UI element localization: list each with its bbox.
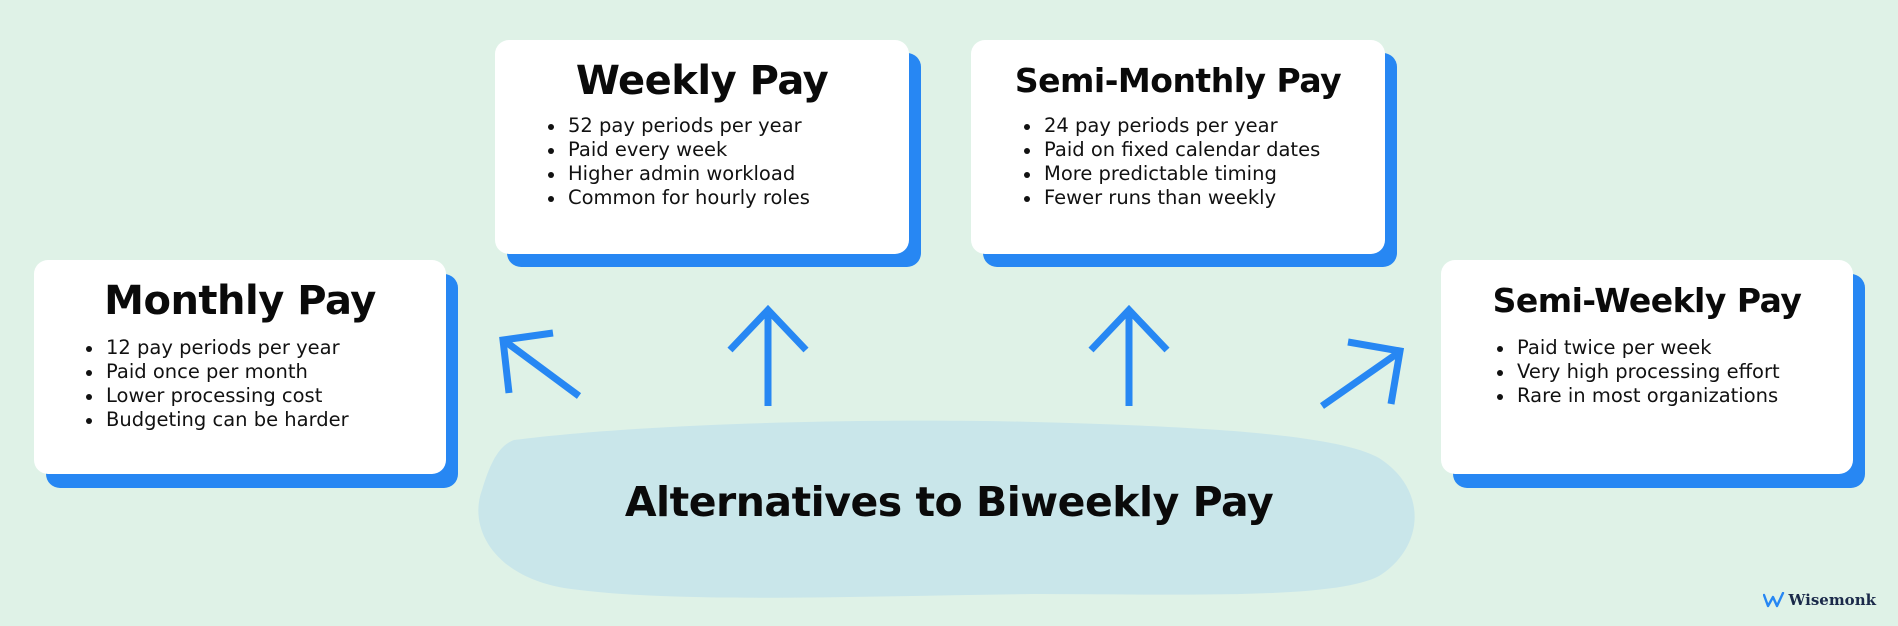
semiweekly-card: Semi-Weekly Pay Paid twice per week Very…: [1441, 260, 1853, 474]
card-points: Paid twice per week Very high processing…: [1495, 336, 1853, 408]
wisemonk-logo-icon: [1762, 592, 1784, 608]
card-points: 24 pay periods per year Paid on fixed ca…: [1022, 114, 1385, 210]
list-item: Lower processing cost: [84, 384, 446, 408]
list-item: Paid twice per week: [1495, 336, 1853, 360]
list-item: Paid every week: [546, 138, 909, 162]
card-title: Weekly Pay: [575, 58, 829, 104]
weekly-card: Weekly Pay 52 pay periods per year Paid …: [495, 40, 909, 254]
list-item: Paid once per month: [84, 360, 446, 384]
list-item: Common for hourly roles: [546, 186, 909, 210]
list-item: 52 pay periods per year: [546, 114, 909, 138]
list-item: 12 pay periods per year: [84, 336, 446, 360]
card-title: Semi-Monthly Pay: [1014, 61, 1342, 100]
center-title: Alternatives to Biweekly Pay: [624, 478, 1274, 526]
arrow-to-semimonthly: [1088, 304, 1170, 406]
list-item: Budgeting can be harder: [84, 408, 446, 432]
list-item: Rare in most organizations: [1495, 384, 1853, 408]
list-item: 24 pay periods per year: [1022, 114, 1385, 138]
arrow-to-semiweekly: [1319, 338, 1405, 409]
center-blob: [478, 420, 1415, 598]
arrow-to-monthly: [499, 329, 582, 399]
card-points: 52 pay periods per year Paid every week …: [546, 114, 909, 210]
semimonthly-card: Semi-Monthly Pay 24 pay periods per year…: [971, 40, 1385, 254]
card-points: 12 pay periods per year Paid once per mo…: [84, 336, 446, 432]
card-title: Monthly Pay: [104, 278, 376, 324]
list-item: More predictable timing: [1022, 162, 1385, 186]
brand-name: Wisemonk: [1788, 591, 1876, 609]
card-title: Semi-Weekly Pay: [1492, 281, 1802, 320]
arrow-to-weekly: [727, 304, 809, 406]
brand-logo: Wisemonk: [1762, 591, 1876, 609]
list-item: Fewer runs than weekly: [1022, 186, 1385, 210]
list-item: Higher admin workload: [546, 162, 909, 186]
monthly-card: Monthly Pay 12 pay periods per year Paid…: [34, 260, 446, 474]
list-item: Paid on fixed calendar dates: [1022, 138, 1385, 162]
list-item: Very high processing effort: [1495, 360, 1853, 384]
